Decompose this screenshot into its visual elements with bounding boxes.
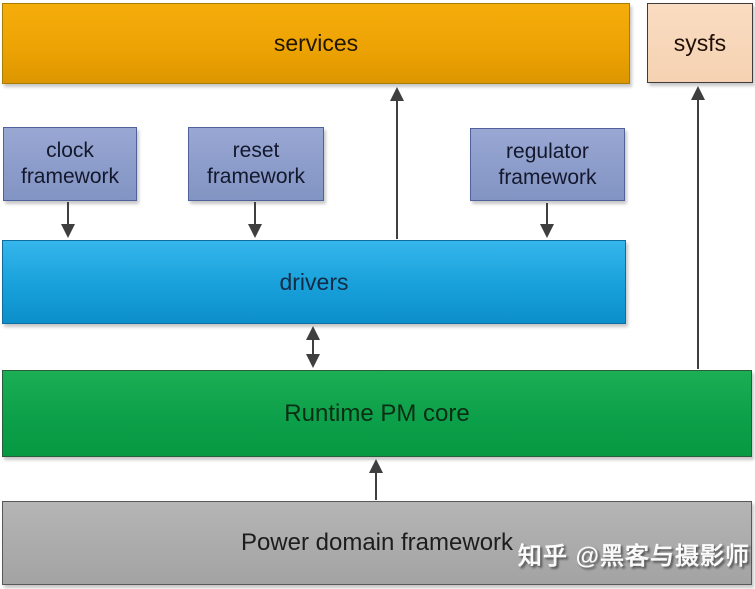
node-drivers-label: drivers <box>279 268 349 295</box>
regulator-to-drivers-end-arrowhead <box>540 224 554 238</box>
watermark: 知乎 @黑客与摄影师 <box>517 543 750 570</box>
node-reset-framework-label: reset framework <box>206 139 306 188</box>
runtime-to-sysfs-end-arrowhead <box>691 86 705 100</box>
node-services-label: services <box>273 30 359 57</box>
node-sysfs: sysfs <box>647 3 753 83</box>
clock-to-drivers-end-arrowhead <box>61 224 75 238</box>
node-clock-framework-label: clock framework <box>20 139 120 188</box>
node-reset-framework: reset framework <box>188 127 324 201</box>
node-regulator-framework: regulator framework <box>470 128 625 201</box>
node-regulator-framework-label: regulator framework <box>498 139 597 189</box>
node-drivers: drivers <box>2 240 626 324</box>
drivers-runtime-bidirectional-end-arrowhead <box>306 354 320 368</box>
node-clock-framework: clock framework <box>3 127 137 201</box>
node-runtime-pm-core: Runtime PM core <box>2 370 752 457</box>
power-to-runtime-end-arrowhead <box>369 459 383 473</box>
node-runtime-pm-core-label: Runtime PM core <box>284 399 470 427</box>
node-services: services <box>2 3 630 84</box>
drivers-runtime-bidirectional-start-arrowhead <box>306 326 320 340</box>
drivers-to-services-end-arrowhead <box>390 87 404 101</box>
node-sysfs-label: sysfs <box>673 29 727 56</box>
node-power-domain-framework-label: Power domain framework <box>240 529 514 557</box>
reset-to-drivers-end-arrowhead <box>248 224 262 238</box>
node-power-domain-framework: Power domain framework <box>2 501 752 585</box>
